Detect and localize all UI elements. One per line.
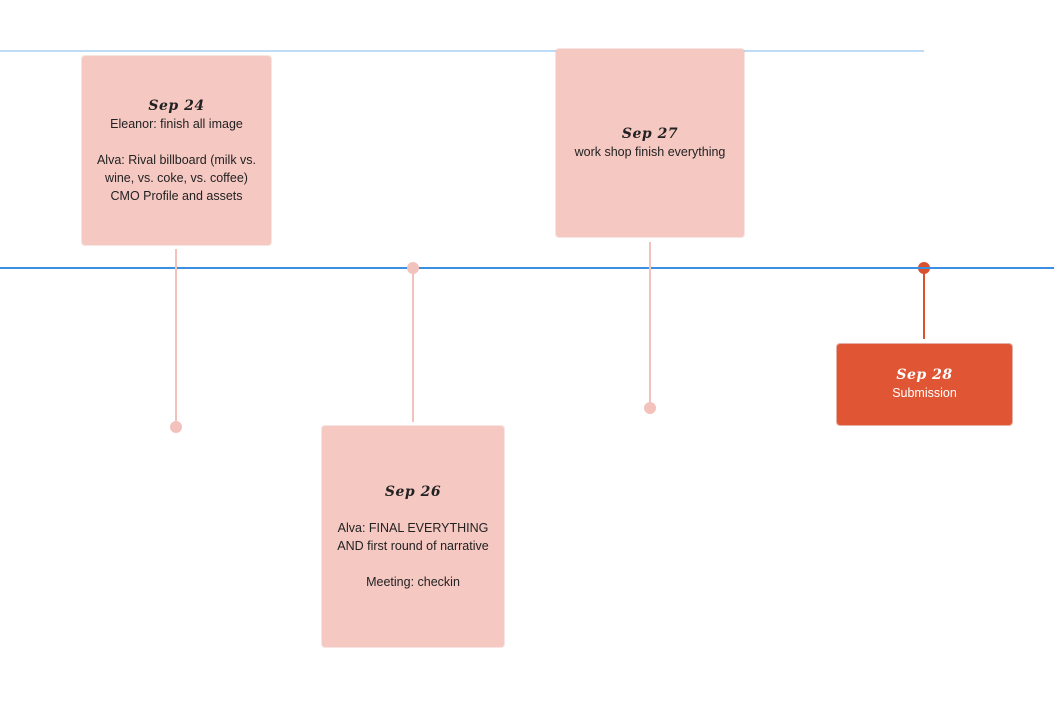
milestone-text: CMO Profile and assets	[110, 189, 243, 203]
milestone-date: Sep 28	[896, 367, 953, 383]
milestone-text: Alva: FINAL EVERYTHING	[337, 521, 489, 535]
milestone-card-sep-24[interactable]: Sep 24 Eleanor: finish all image Alva: R…	[82, 56, 271, 245]
milestone-spacer	[322, 555, 504, 573]
timeline-node-sep-28	[918, 262, 930, 274]
milestone-text: Alva: Rival billboard (milk vs.	[96, 153, 257, 167]
connector-sep-28	[923, 268, 925, 339]
timeline-axis	[0, 267, 1054, 269]
connector-sep-26	[412, 268, 414, 422]
milestone-card-sep-26[interactable]: Sep 26 Alva: FINAL EVERYTHING AND first …	[322, 426, 504, 647]
milestone-card-sep-28[interactable]: Sep 28 Submission	[837, 344, 1012, 425]
connector-sep-24	[175, 249, 177, 427]
milestone-text: Submission	[892, 386, 957, 400]
milestone-text: Meeting: checkin	[366, 575, 460, 589]
connector-sep-27	[649, 242, 651, 408]
connector-end-dot	[644, 402, 656, 414]
milestone-date: Sep 24	[148, 98, 205, 114]
milestone-text: Eleanor: finish all image	[110, 117, 243, 131]
milestone-spacer	[322, 501, 504, 519]
top-guide-line	[0, 50, 924, 52]
milestone-text: AND first round of narrative	[337, 539, 489, 553]
milestone-text: wine, vs. coke, vs. coffee)	[105, 171, 248, 185]
milestone-spacer	[82, 133, 271, 151]
milestone-date: Sep 27	[621, 126, 679, 142]
milestone-date: Sep 26	[384, 484, 442, 500]
connector-end-dot	[170, 421, 182, 433]
milestone-text: work shop finish everything	[574, 145, 726, 159]
milestone-card-sep-27[interactable]: Sep 27 work shop finish everything	[556, 49, 744, 237]
